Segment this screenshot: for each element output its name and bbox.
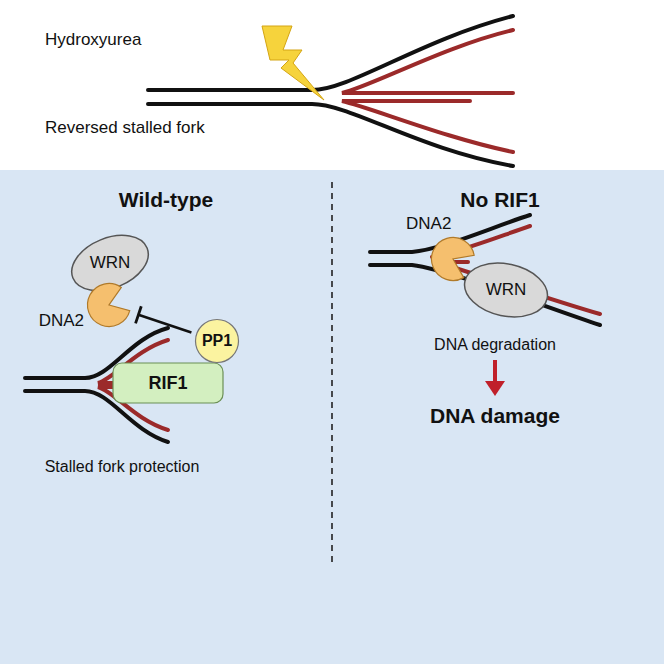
pac-shape [86,282,132,328]
node-label: WRN [68,236,152,290]
structure-label: Reversed stalled fork [45,118,205,138]
protein-ellipse: WRN [462,262,550,318]
nuclease-pacman: DNA2 [430,236,476,282]
panel-heading: Wild-type [119,188,213,212]
reversed-fork [148,16,513,166]
inhibition-bar [136,306,142,323]
connector-line [138,315,191,333]
node-label: DNA2 [406,214,451,234]
panel-background [0,170,664,664]
panel-heading: No RIF1 [460,188,539,212]
lightning-bolt [262,26,324,100]
phosphatase-circle: PP1 [194,318,240,364]
red-arrow-shaft [493,360,497,383]
divider [331,182,333,565]
degraded-fork [370,215,600,325]
outcome-label: Stalled fork protection [45,458,200,476]
protein-box: RIF1 [112,362,224,404]
red-arrow-head [485,381,505,396]
node-label: PP1 [194,318,240,364]
pac-shape [430,236,476,282]
nuclease-pacman: DNA2 [86,282,132,328]
result-label: DNA damage [430,404,560,428]
node-label: DNA2 [39,311,84,331]
outcome-label: DNA degradation [434,336,556,354]
inhibition-connector [136,306,192,332]
node-label: WRN [462,262,550,318]
treatment-label: Hydroxyurea [45,30,141,50]
protein-ellipse: WRN [68,236,152,290]
node-label: RIF1 [112,362,224,404]
